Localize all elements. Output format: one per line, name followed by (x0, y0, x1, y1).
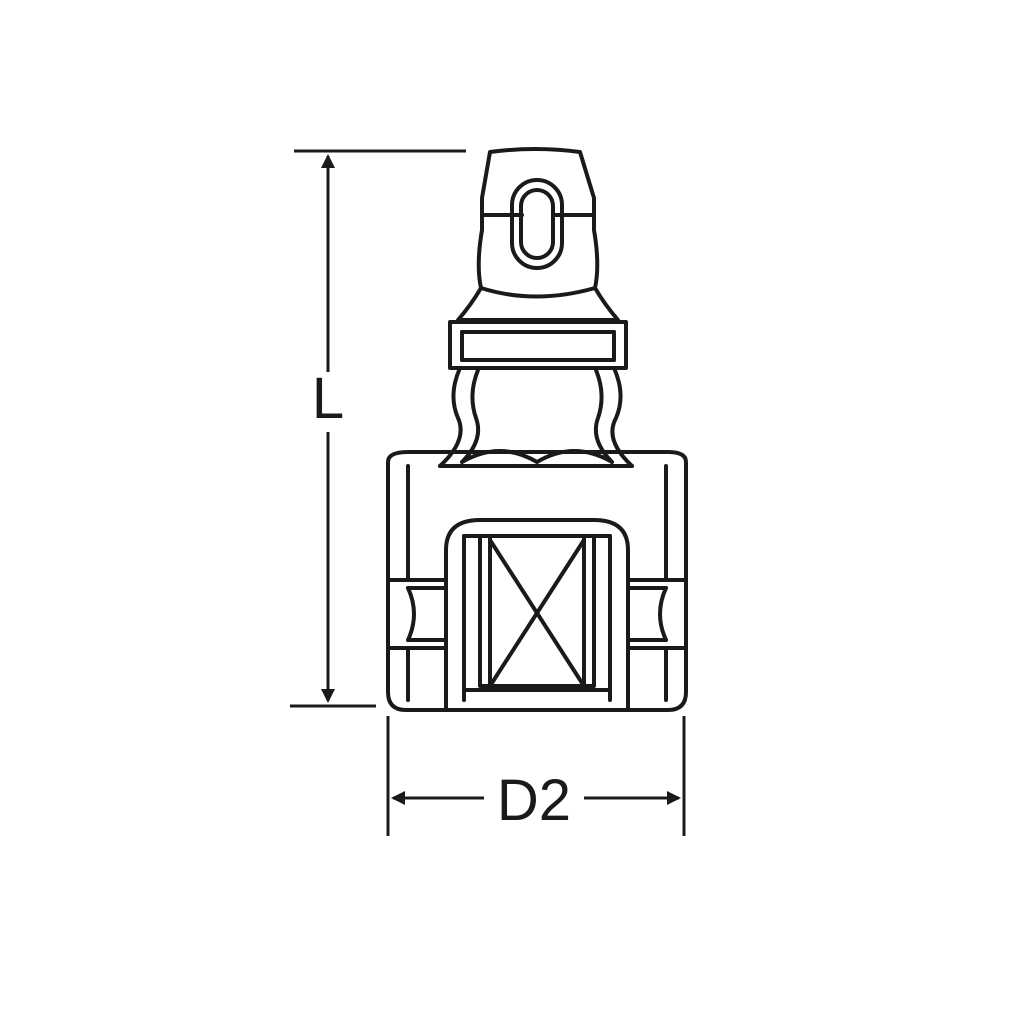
left-groove-curve (406, 586, 416, 642)
left-groove (386, 578, 448, 650)
yoke-window (444, 518, 630, 712)
socket-outline (386, 147, 688, 712)
neck-inner-right (593, 368, 614, 464)
diameter-label: D2 (497, 768, 571, 833)
cross-line-2 (488, 538, 586, 688)
drive-tip-bevel (479, 286, 597, 299)
socket-body (386, 450, 688, 712)
right-groove-curve (658, 586, 668, 642)
length-label: L (312, 366, 344, 431)
diameter-dimension (386, 716, 686, 836)
inner-square (478, 534, 596, 688)
length-dimension (290, 149, 466, 708)
drive-tip (456, 147, 620, 322)
pin-slot-outer (510, 178, 564, 270)
pin-slot-inner (519, 188, 555, 260)
right-groove (626, 578, 688, 650)
neck-inner-left (460, 368, 481, 464)
collar (448, 320, 628, 370)
